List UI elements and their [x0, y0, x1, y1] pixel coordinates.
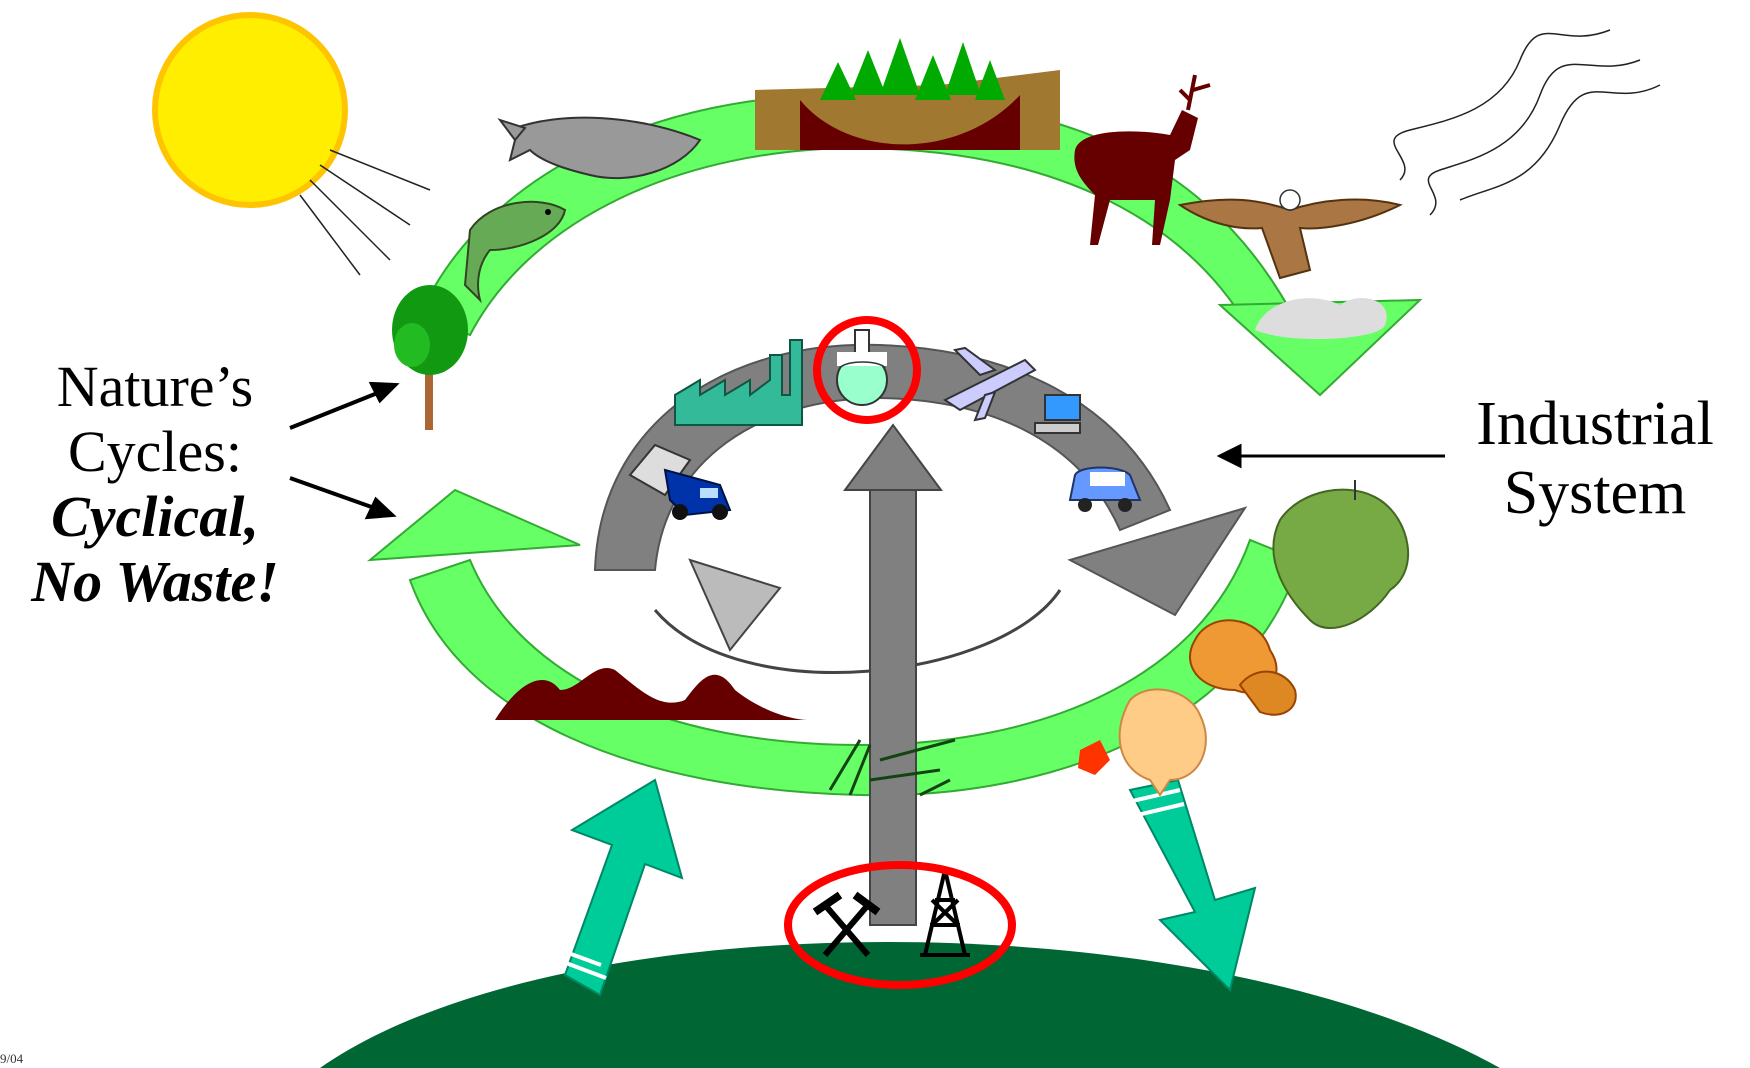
nature-label-line4: No Waste! [31, 548, 279, 614]
pickaxe-hammer-icon [812, 891, 881, 957]
maple-leaf-icon [1078, 688, 1207, 797]
extraction-highlight-circle [784, 861, 1016, 989]
computer-icon [1034, 394, 1081, 434]
industrial-label-line1: Industrial [1476, 390, 1714, 458]
teal-arrow-down [1127, 778, 1257, 992]
fish-icon [463, 200, 567, 304]
industrial-pointer-arrow [1216, 443, 1445, 469]
deer-icon [1074, 74, 1211, 245]
earth-hill [320, 942, 1500, 1068]
heat-waves-icon [1393, 29, 1661, 216]
autumn-leaves-icon [1189, 619, 1297, 716]
inner-return-arc [653, 589, 1062, 674]
airplane-icon [943, 346, 1037, 422]
nature-label-line2: Cycles: [68, 418, 242, 484]
nature-pointer-arrow-2 [289, 476, 397, 520]
extraction-arrowhead [843, 423, 943, 491]
oil-derrick-icon [920, 869, 970, 957]
sun-icon [152, 12, 431, 276]
flask-highlight-circle [813, 316, 921, 424]
car-icon [1068, 466, 1142, 512]
nature-cycle-bottom-arrowhead [366, 488, 581, 562]
oak-leaf-icon [1272, 480, 1410, 630]
nature-label-line1: Nature’s [56, 354, 254, 419]
tree-icon [392, 285, 468, 430]
nature-pointer-arrow-1 [289, 381, 400, 430]
teal-arrow-up [551, 778, 684, 997]
eagle-icon [1177, 189, 1403, 280]
nature-cycle-bottom-arc [408, 538, 1302, 797]
cloud-icon [1255, 297, 1387, 340]
industrial-cycle-arrowhead [1067, 506, 1248, 617]
inner-return-arc-fill [661, 587, 1056, 668]
nature-label-line3: Cyclical, [51, 483, 259, 549]
footer-date-label: 9/04 [0, 1051, 24, 1066]
truck-icon [628, 443, 732, 520]
hills-icon [495, 667, 810, 720]
inner-return-arrowhead [688, 558, 782, 652]
forest-landscape-icon [755, 38, 1060, 150]
grass-icon [828, 738, 956, 797]
whale-icon [497, 116, 702, 179]
nature-cycles-label: Nature’s Cycles: Cyclical, No Waste! [0, 354, 310, 615]
extraction-shaft [869, 484, 917, 926]
flask-icon [836, 329, 888, 406]
industrial-system-label: Industrial System [1440, 390, 1750, 529]
factory-icon [674, 339, 803, 426]
industrial-label-line2: System [1503, 459, 1687, 528]
